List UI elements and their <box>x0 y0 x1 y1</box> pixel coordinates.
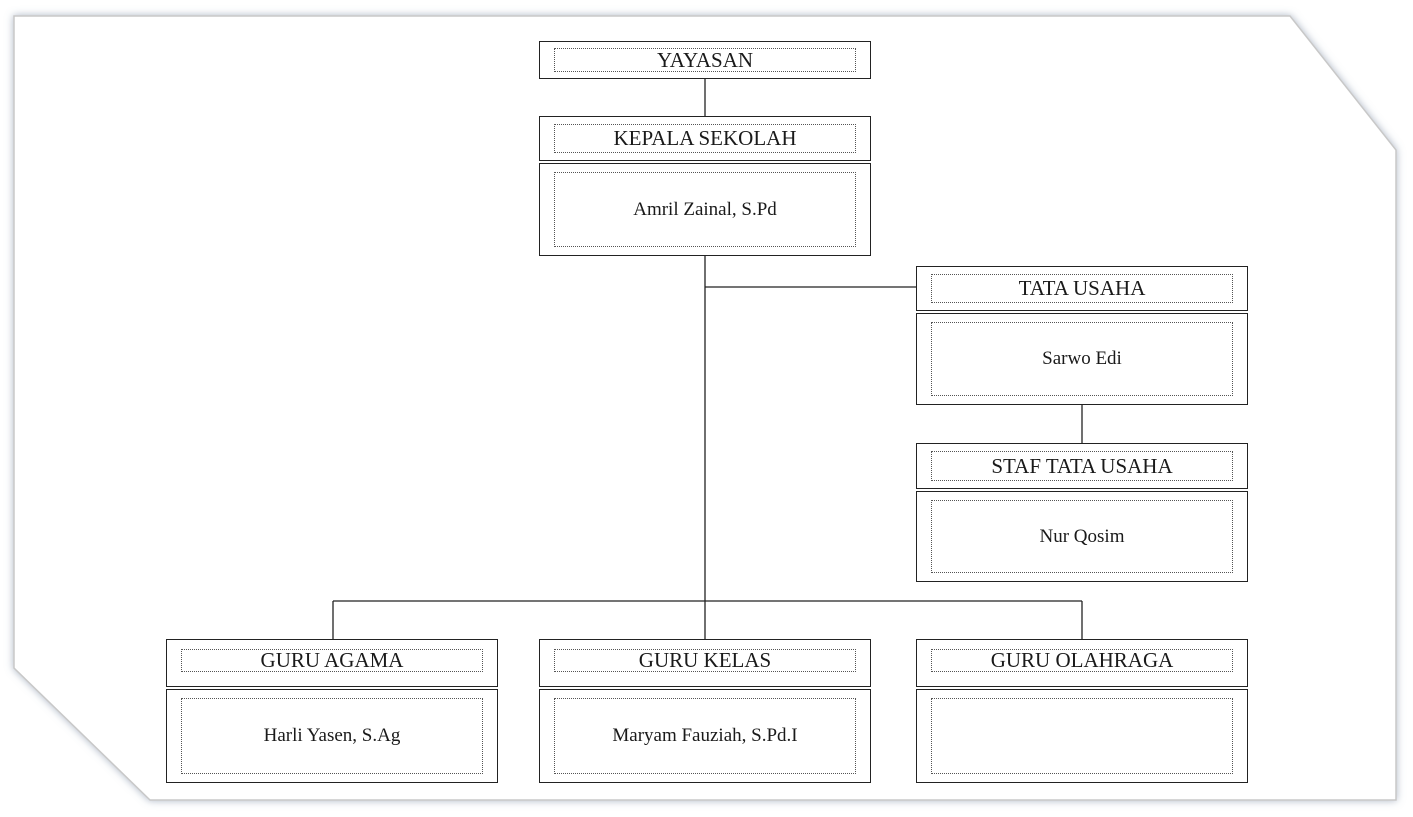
tata-usaha-title-box: TATA USAHA <box>916 266 1248 311</box>
tata-usaha-title: TATA USAHA <box>931 274 1233 303</box>
guru-kelas-title: GURU KELAS <box>554 648 856 672</box>
guru-agama-name: Harli Yasen, S.Ag <box>181 698 483 774</box>
staf-tata-usaha-name: Nur Qosim <box>931 500 1233 573</box>
kepala-sekolah-name: Amril Zainal, S.Pd <box>554 172 856 247</box>
tata-usaha-name: Sarwo Edi <box>931 322 1233 396</box>
guru-kelas-body-box: Maryam Fauziah, S.Pd.I <box>539 689 871 783</box>
staf-tata-usaha-title-box: STAF TATA USAHA <box>916 443 1248 489</box>
guru-agama-title-box: GURU AGAMA <box>166 639 498 687</box>
guru-olahraga-body-box <box>916 689 1248 783</box>
guru-olahraga-title-box: GURU OLAHRAGA <box>916 639 1248 687</box>
staf-tata-usaha-body-box: Nur Qosim <box>916 491 1248 582</box>
guru-agama-title: GURU AGAMA <box>181 648 483 672</box>
yayasan-title: YAYASAN <box>554 48 856 72</box>
yayasan-title-box: YAYASAN <box>539 41 871 79</box>
connector-lines <box>332 79 1083 639</box>
staf-tata-usaha-title: STAF TATA USAHA <box>931 451 1233 481</box>
kepala-sekolah-body-box: Amril Zainal, S.Pd <box>539 163 871 256</box>
guru-kelas-name: Maryam Fauziah, S.Pd.I <box>554 698 856 774</box>
kepala-sekolah-title-box: KEPALA SEKOLAH <box>539 116 871 161</box>
tata-usaha-body-box: Sarwo Edi <box>916 313 1248 405</box>
guru-olahraga-name <box>931 698 1233 774</box>
guru-olahraga-title: GURU OLAHRAGA <box>931 648 1233 672</box>
guru-agama-body-box: Harli Yasen, S.Ag <box>166 689 498 783</box>
guru-kelas-title-box: GURU KELAS <box>539 639 871 687</box>
kepala-sekolah-title: KEPALA SEKOLAH <box>554 124 856 153</box>
